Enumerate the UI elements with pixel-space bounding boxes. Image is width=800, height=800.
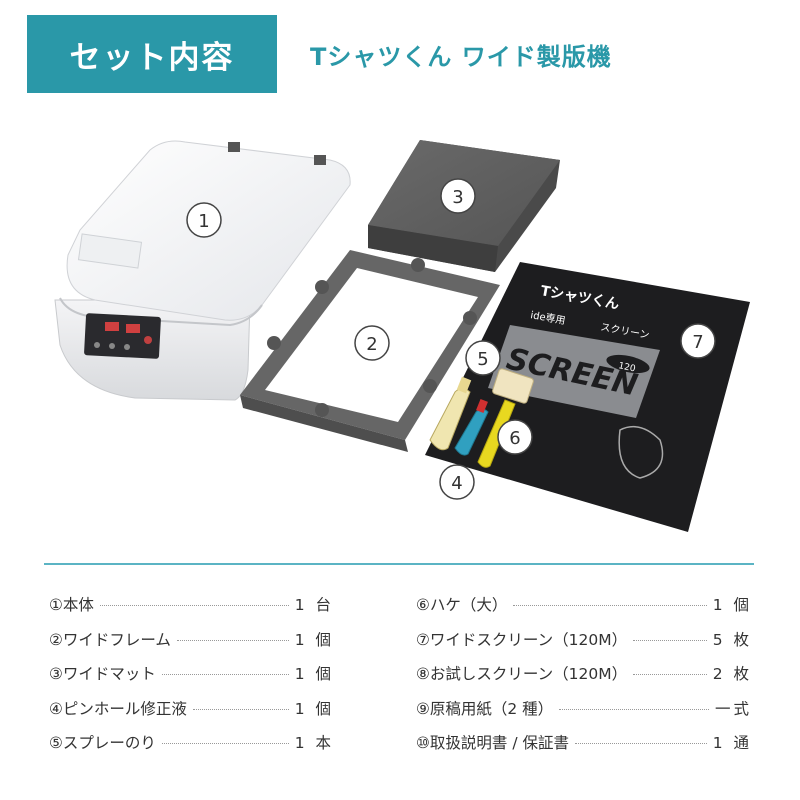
- list-item: ⑧お試しスクリーン（120M）2 枚: [416, 665, 752, 684]
- product-photo: Tシャツくん ide専用 スクリーン SCREEN 120 1 2 3 4 5: [54, 140, 750, 532]
- screen-bag-mesh: 120: [617, 361, 636, 374]
- header-badge: セット内容: [27, 15, 277, 93]
- dot-leader: [176, 639, 289, 641]
- list-item: ⑥ハケ（大）1 個: [416, 596, 752, 614]
- dot-leader: [99, 605, 289, 606]
- svg-text:2: 2: [366, 334, 377, 355]
- contents-list-right: ⑥ハケ（大）1 個 ⑦ワイドスクリーン（120M）5 枚 ⑧お試しスクリーン（1…: [416, 593, 752, 766]
- dot-leader: [633, 674, 707, 676]
- spray-glue: [454, 398, 489, 456]
- callout-2: 2: [354, 325, 390, 361]
- section-divider: [44, 563, 754, 565]
- brush: [477, 368, 534, 468]
- callout-4: 4: [439, 464, 475, 500]
- svg-text:4: 4: [451, 473, 462, 494]
- foam-mat: [368, 140, 560, 272]
- dot-leader: [161, 743, 289, 745]
- callout-6: 6: [497, 419, 533, 455]
- dot-leader: [161, 674, 289, 676]
- header-badge-text: セット内容: [69, 39, 235, 76]
- callout-1: 1: [186, 202, 222, 238]
- machine-body: [54, 140, 351, 401]
- dot-leader: [559, 708, 709, 710]
- callout-7: 7: [680, 323, 716, 359]
- page-title: Tシャツくん ワイド製版機: [310, 42, 612, 71]
- dot-leader: [574, 743, 707, 745]
- list-item: ⑦ワイドスクリーン（120M）5 枚: [416, 630, 752, 649]
- dot-leader: [513, 605, 707, 606]
- svg-text:1: 1: [198, 211, 209, 232]
- dot-leader: [192, 708, 289, 710]
- svg-text:7: 7: [692, 332, 703, 353]
- callout-3: 3: [440, 178, 476, 214]
- pinhole-liquid: [429, 376, 472, 451]
- dot-leader: [633, 639, 707, 641]
- svg-text:6: 6: [509, 428, 520, 449]
- callout-5: 5: [465, 340, 501, 376]
- list-item: ⑨原稿用紙（2 種）一式: [416, 699, 752, 718]
- control-panel: [84, 313, 161, 359]
- svg-text:3: 3: [452, 187, 463, 208]
- svg-text:5: 5: [477, 349, 488, 370]
